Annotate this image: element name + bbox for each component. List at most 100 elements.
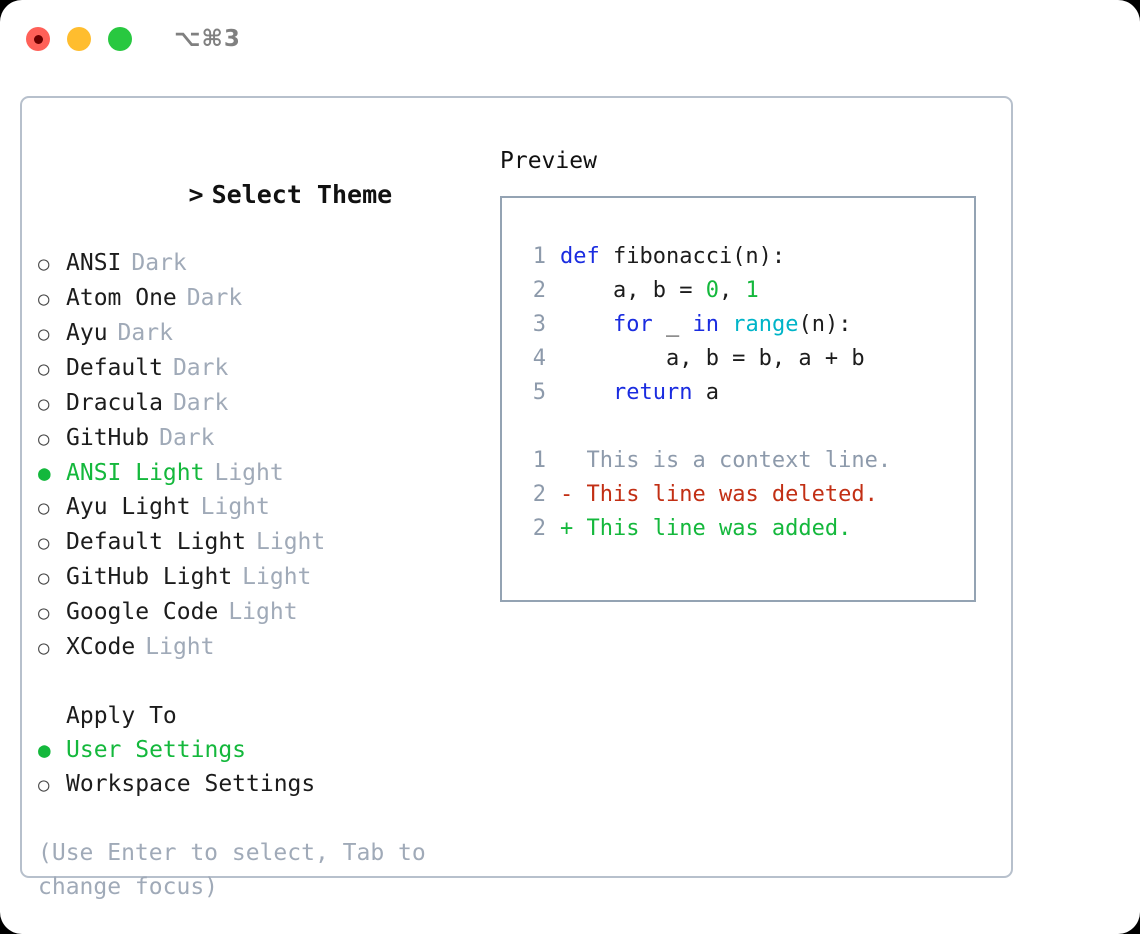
theme-option-google-code[interactable]: ○ Google Code Light — [38, 595, 478, 630]
code-line-content: def fibonacci(n): — [560, 240, 785, 274]
line-number: 1 — [532, 448, 546, 473]
line-number: 2 — [532, 516, 546, 541]
radio-empty-icon: ○ — [38, 358, 50, 380]
theme-option-kind: Dark — [131, 250, 187, 276]
theme-option-label: Dracula — [66, 390, 163, 416]
code-line-content: a, b = 0, 1 — [560, 274, 759, 308]
theme-option-kind: Light — [242, 564, 312, 590]
radio-filled-icon: ● — [38, 738, 51, 762]
code-sample: 1 def fibonacci(n): 2 a, b = 0, 1 3 for … — [520, 240, 974, 410]
theme-option-default-dark[interactable]: ○ Default Dark — [38, 351, 478, 386]
radio-empty-icon: ○ — [38, 323, 50, 345]
theme-option-ayu-dark[interactable]: ○ Ayu Dark — [38, 316, 478, 351]
theme-option-kind: Dark — [159, 425, 215, 451]
radio-empty-icon: ○ — [38, 567, 50, 589]
radio-filled-icon: ● — [38, 461, 51, 485]
apply-to-label: Apply To — [66, 703, 177, 729]
radio-empty-icon: ○ — [38, 637, 50, 659]
apply-to-option-user-settings[interactable]: ● User Settings — [38, 733, 478, 767]
code-token-plain — [719, 312, 732, 337]
line-number: 5 — [532, 380, 546, 405]
traffic-lights — [26, 27, 132, 51]
line-number: 2 — [532, 482, 546, 507]
hint-spacer — [38, 802, 478, 836]
theme-option-default-light[interactable]: ○ Default Light Light — [38, 525, 478, 560]
theme-option-label: ANSI — [66, 250, 122, 276]
line-number: 1 — [532, 244, 546, 269]
code-token-number: 1 — [745, 278, 759, 303]
page-title: >Select Theme — [38, 144, 478, 246]
diff-sample: 1 This is a context line. 2 - This line … — [520, 444, 974, 546]
code-token-keyword: def — [560, 244, 613, 269]
theme-option-kind: Light — [145, 634, 215, 660]
theme-option-ayu-light[interactable]: ○ Ayu Light Light — [38, 490, 478, 525]
theme-option-github-light[interactable]: ○ GitHub Light Light — [38, 560, 478, 595]
theme-option-label: Default — [66, 355, 163, 381]
radio-empty-icon: ○ — [38, 428, 50, 450]
theme-option-ansi-light[interactable]: ● ANSI Light Light — [38, 456, 478, 490]
theme-option-label: Ayu Light — [66, 494, 191, 520]
minimize-button[interactable] — [67, 27, 91, 51]
diff-marker: + — [560, 516, 587, 541]
keyboard-hint-text: (Use Enter to select, Tab to change focu… — [38, 840, 426, 900]
code-line: 2 a, b = 0, 1 — [520, 274, 974, 308]
code-token-keyword: in — [692, 312, 719, 337]
diff-marker — [560, 444, 587, 478]
theme-option-kind: Light — [200, 494, 270, 520]
list-spacer — [38, 665, 478, 699]
code-token-plain: (n): — [798, 312, 852, 337]
code-line-content: return a — [560, 376, 719, 410]
code-line: 1 def fibonacci(n): — [520, 240, 974, 274]
code-token-number: 0 — [705, 278, 719, 303]
preview-separator — [520, 410, 974, 444]
code-token-plain: _ — [652, 312, 693, 337]
theme-option-github-dark[interactable]: ○ GitHub Dark — [38, 421, 478, 456]
diff-line-added: 2 + This line was added. — [520, 512, 974, 546]
theme-option-label: Atom One — [66, 285, 177, 311]
theme-option-dracula-dark[interactable]: ○ Dracula Dark — [38, 386, 478, 421]
radio-empty-icon: ○ — [38, 497, 50, 519]
theme-option-xcode-light[interactable]: ○ XCode Light — [38, 630, 478, 665]
code-token-plain: a, b = — [560, 278, 706, 303]
theme-option-label: Google Code — [66, 599, 219, 625]
recording-dot-icon — [33, 34, 43, 44]
keyboard-shortcut-label: ⌥⌘3 — [174, 25, 241, 52]
radio-empty-icon: ○ — [38, 532, 50, 554]
theme-option-label: GitHub — [66, 425, 150, 451]
diff-line-deleted: 2 - This line was deleted. — [520, 478, 974, 512]
theme-option-list: ○ ANSI Dark ○ Atom One Dark ○ Ayu Dark — [38, 246, 478, 665]
theme-option-label: XCode — [66, 634, 136, 660]
preview-panel: Preview 1 def fibonacci(n): 2 a, b = 0, … — [500, 144, 990, 602]
code-token-plain: fibonacci(n): — [612, 244, 786, 269]
diff-line-text: This is a context line. — [586, 448, 892, 473]
code-line: 4 a, b = b, a + b — [520, 342, 974, 376]
diff-line-context: 1 This is a context line. — [520, 444, 974, 478]
code-line: 5 return a — [520, 376, 974, 410]
apply-to-option-list: ● User Settings ○ Workspace Settings — [38, 733, 478, 802]
theme-option-kind: Dark — [186, 285, 243, 311]
radio-empty-icon: ○ — [38, 393, 50, 415]
preview-title: Preview — [500, 148, 597, 174]
code-line: 3 for _ in range(n): — [520, 308, 974, 342]
theme-option-atom-one-dark[interactable]: ○ Atom One Dark — [38, 281, 478, 316]
apply-to-option-label: Workspace Settings — [66, 771, 316, 797]
code-token-keyword: for — [612, 312, 653, 337]
theme-picker-panel: >Select Theme ○ ANSI Dark ○ Atom One Dar… — [38, 144, 478, 904]
apply-to-option-workspace-settings[interactable]: ○ Workspace Settings — [38, 767, 478, 802]
code-line-content: a, b = b, a + b — [560, 342, 865, 376]
zoom-button[interactable] — [108, 27, 132, 51]
line-number: 2 — [532, 278, 546, 303]
theme-option-kind: Light — [228, 599, 298, 625]
theme-option-ansi-dark[interactable]: ○ ANSI Dark — [38, 246, 478, 281]
title-bar: ⌥⌘3 — [0, 0, 1140, 78]
code-token-plain — [560, 380, 613, 405]
radio-empty-icon: ○ — [38, 288, 50, 310]
theme-option-kind: Light — [256, 529, 326, 555]
radio-empty-icon: ○ — [38, 774, 50, 796]
close-button[interactable] — [26, 27, 50, 51]
theme-option-kind: Dark — [172, 355, 229, 381]
preview-box: 1 def fibonacci(n): 2 a, b = 0, 1 3 for … — [500, 196, 976, 602]
radio-empty-icon: ○ — [38, 602, 50, 624]
main-card: >Select Theme ○ ANSI Dark ○ Atom One Dar… — [20, 96, 1013, 900]
